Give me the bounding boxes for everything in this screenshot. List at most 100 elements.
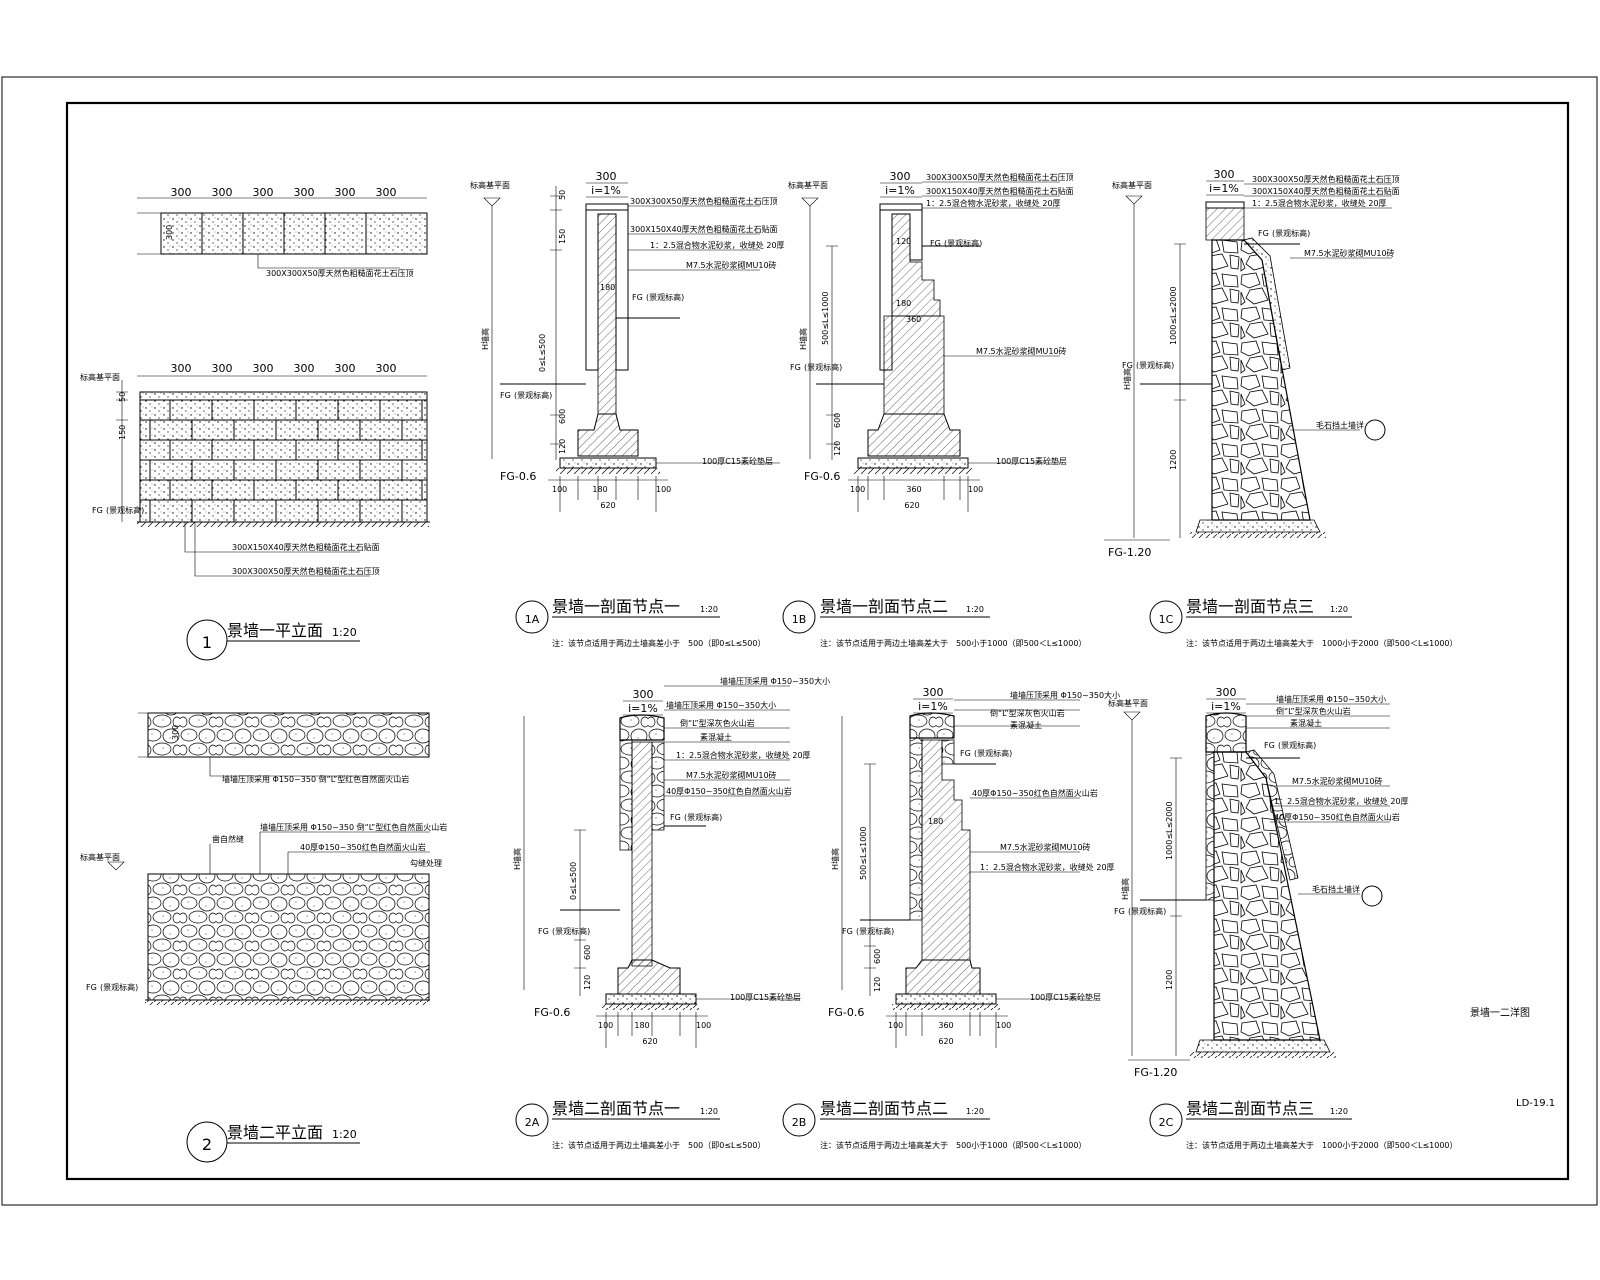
s2b-fg06: FG-0.6 — [828, 1006, 864, 1019]
s2a-dim-600: 600 — [583, 945, 592, 960]
s1a-fg: FG — [632, 293, 643, 302]
s1c-dim-300: 300 — [1214, 168, 1235, 181]
plan2-elev-note-4: 凿自然缝 — [212, 834, 244, 844]
s2c-note-7: 毛石挡土墙详 — [1312, 884, 1360, 894]
s2a-base: 100厚C15素砼垫层 — [730, 992, 801, 1002]
section-2c: 标高基平面 H墙高 300 i=1% 墙墙压顶采用 Φ150~350大小 倒“L… — [1108, 686, 1458, 1150]
plan1-top-dim: 300 — [212, 186, 233, 199]
s1a-dim-620: 620 — [600, 501, 615, 510]
s2b-title: 景墙二剖面节点二 — [820, 1099, 948, 1118]
plan1-elev-dim: 300 — [294, 362, 315, 375]
plan2-title: 景墙二平立面 — [227, 1123, 323, 1142]
s2b-dim-300: 300 — [923, 686, 944, 699]
sheet-inner-border — [65, 101, 1570, 1181]
s2b-fg-lower: FG — [842, 927, 853, 936]
s1a-range: 0≤L≤500 — [538, 334, 547, 372]
s1c-note: 注：该节点适用于两边土墙高差大于 1000小于2000（即500＜L≤1000） — [1186, 638, 1458, 648]
s1c-fg-note: (景观标高) — [1272, 228, 1310, 238]
s2b-title-num: 2B — [792, 1116, 807, 1129]
s2c-fg-lower: FG — [1114, 907, 1125, 916]
s1a-fg-lower-note: (景观标高) — [514, 390, 552, 400]
plan1-elev-dim: 300 — [335, 362, 356, 375]
s2a-fg-lower: FG — [538, 927, 549, 936]
s2b-note-2: 倒“L”型深灰色火山岩 — [990, 708, 1065, 718]
s2a-fg: FG — [670, 813, 681, 822]
s2a-dim-100a: 100 — [598, 1021, 613, 1030]
plan2-scale: 1:20 — [332, 1128, 357, 1141]
s2c-note-5: 1：2.5混合物水泥砂浆，收缝处 20厚 — [1274, 796, 1409, 806]
s2b-h-label: H墙高 — [830, 848, 840, 870]
s2b-note-6: 1：2.5混合物水泥砂浆，收缝处 20厚 — [980, 862, 1115, 872]
s1c-note-1: 300X300X50厚天然色粗糙面花土石压顶 — [1252, 174, 1400, 184]
s2c-note-2: 倒“L”型深灰色火山岩 — [1276, 706, 1351, 716]
s1b-note: 注：该节点适用于两边土墙高差大于 500小于1000（即500＜L≤1000） — [820, 638, 1086, 648]
s1b-ref-level: 标高基平面 — [788, 180, 828, 190]
s2c-ref-level: 标高基平面 — [1108, 698, 1148, 708]
s2a-title: 景墙二剖面节点一 — [552, 1099, 680, 1118]
s2c-range: 1000≤L≤2000 — [1165, 801, 1174, 860]
s1a-note-1: 300X300X50厚天然色粗糙面花土石压顶 — [630, 196, 778, 206]
s2c-fg-note: (景观标高) — [1278, 740, 1316, 750]
s1b-slope: i=1% — [885, 184, 915, 197]
sheet-outer-border — [1, 76, 1598, 1206]
s2b-slope: i=1% — [918, 700, 948, 713]
plan1-top-dim: 300 — [335, 186, 356, 199]
s1c-scale: 1:20 — [1330, 605, 1348, 614]
s2c-fg-lower-note: (景观标高) — [1128, 906, 1166, 916]
s1b-scale: 1:20 — [966, 605, 984, 614]
s1a-fg-lower: FG — [500, 391, 511, 400]
s1a-note-2: 300X150X40厚天然色粗糙面花土石贴面 — [630, 224, 778, 234]
s1c-title-num: 1C — [1159, 613, 1174, 626]
s2c-slope: i=1% — [1211, 700, 1241, 713]
s1a-title: 景墙一剖面节点一 — [552, 597, 680, 616]
s1b-note-4: M7.5水泥砂浆砌MU10砖 — [976, 346, 1067, 356]
s1b-fg-lower: FG — [790, 363, 801, 372]
plan1-dim-150: 150 — [118, 425, 127, 440]
s1c-note-2: 300X150X40厚天然色粗糙面花土石贴面 — [1252, 186, 1400, 196]
s1a-dim-50: 50 — [558, 190, 567, 200]
s1a-dim-180b: 180 — [592, 485, 607, 494]
plan2-top-note: 墙墙压顶采用 Φ150~350 倒“L”型红色自然面火山岩 — [222, 774, 409, 784]
s2c-title-num: 2C — [1159, 1116, 1174, 1129]
s2c-h-label: H墙高 — [1120, 878, 1130, 900]
s1b-dim-360b: 360 — [906, 485, 921, 494]
plan1-top-dim: 300 — [376, 186, 397, 199]
s1c-note-5: 毛石挡土墙详 — [1316, 420, 1364, 430]
plan1-dim-50: 50 — [118, 392, 127, 402]
s2c-fg: FG — [1264, 741, 1275, 750]
s2b-fg-note: (景观标高) — [974, 748, 1012, 758]
plan1-elev-note-1: 300X150X40厚天然色粗糙面花土石贴面 — [232, 542, 380, 552]
s2a-note-2: 墙墙压顶采用 Φ150~350大小 — [666, 700, 776, 710]
s1a-slope: i=1% — [591, 184, 621, 197]
plan1-fg-label: FG — [92, 506, 103, 515]
s1a-title-num: 1A — [525, 613, 540, 626]
plan2-ref-level: 标高基平面 — [80, 852, 120, 862]
s1a-fg06: FG-0.6 — [500, 470, 536, 483]
s2b-dim-620: 620 — [938, 1037, 953, 1046]
s2a-dim-620: 620 — [642, 1037, 657, 1046]
s1c-note-3: 1：2.5混合物水泥砂浆，收缝处 20厚 — [1252, 198, 1387, 208]
s1b-h-label: H墙高 — [798, 328, 808, 350]
s2b-note-5: M7.5水泥砂浆砌MU10砖 — [1000, 842, 1091, 852]
s2b-dim-120: 120 — [873, 977, 882, 992]
s2a-dim-300: 300 — [633, 688, 654, 701]
s2a-fg06: FG-0.6 — [534, 1006, 570, 1019]
s2a-range: 0≤L≤500 — [569, 862, 578, 900]
s2a-fg-lower-note: (景观标高) — [552, 926, 590, 936]
plan2-width-dim: 300 — [171, 725, 180, 740]
section-2a: H墙高 300 i=1% 墙墙压顶采用 Φ150~350大小 墙墙压顶采用 Φ1… — [512, 676, 830, 1150]
plan1-top-note: 300X300X50厚天然色粗糙面花土石压顶 — [266, 268, 414, 278]
s1b-note-1: 300X300X50厚天然色粗糙面花土石压顶 — [926, 172, 1074, 182]
s1b-fg-note: (景观标高) — [944, 238, 982, 248]
plan-2-elevation: 标高基平面 墙墙压顶采用 Φ150~350 倒“L”型红色自然面火山岩 40厚Φ… — [80, 822, 447, 1005]
s2c-title: 景墙二剖面节点三 — [1186, 1099, 1314, 1118]
plan-2-title: 2 景墙二平立面 1:20 — [186, 1121, 360, 1163]
s2b-note-4: 40厚Φ150~350红色自然面火山岩 — [972, 788, 1098, 798]
drawing-name: 景墙一二洋图 — [1470, 1006, 1530, 1019]
s1a-note-4: M7.5水泥砂浆砌MU10砖 — [686, 260, 777, 270]
s2b-dim-180: 180 — [928, 817, 943, 826]
s2a-note-3: 倒“L”型深灰色火山岩 — [680, 718, 755, 728]
s1c-fg: FG — [1258, 229, 1269, 238]
s1c-ref-level: 标高基平面 — [1112, 180, 1152, 190]
sheet-number: LD-19.1 — [1516, 1098, 1555, 1109]
